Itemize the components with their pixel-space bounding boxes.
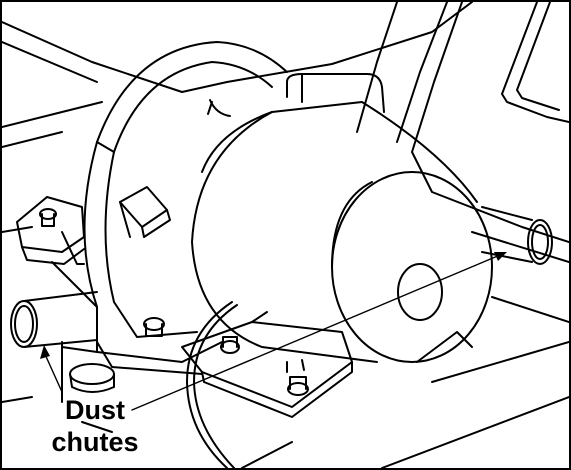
mounting-plate [181,311,473,418]
dust-chutes-label: Dust chutes [40,394,150,458]
power-cord [186,301,238,468]
tool-rest [16,196,85,265]
viewing-window [501,2,569,123]
callout-line-2: chutes [51,427,139,457]
lower-enclosure [2,341,293,468]
callout-line-1: Dust [65,395,125,425]
motor-body [191,73,493,363]
dust-chute-right [481,206,553,265]
dust-chute-left [10,291,98,348]
wheel-guard [83,41,288,308]
arrowheads [40,252,507,359]
base-frame [51,261,223,393]
eye-shield-bracket [119,186,171,238]
callout-leaders [43,254,501,411]
